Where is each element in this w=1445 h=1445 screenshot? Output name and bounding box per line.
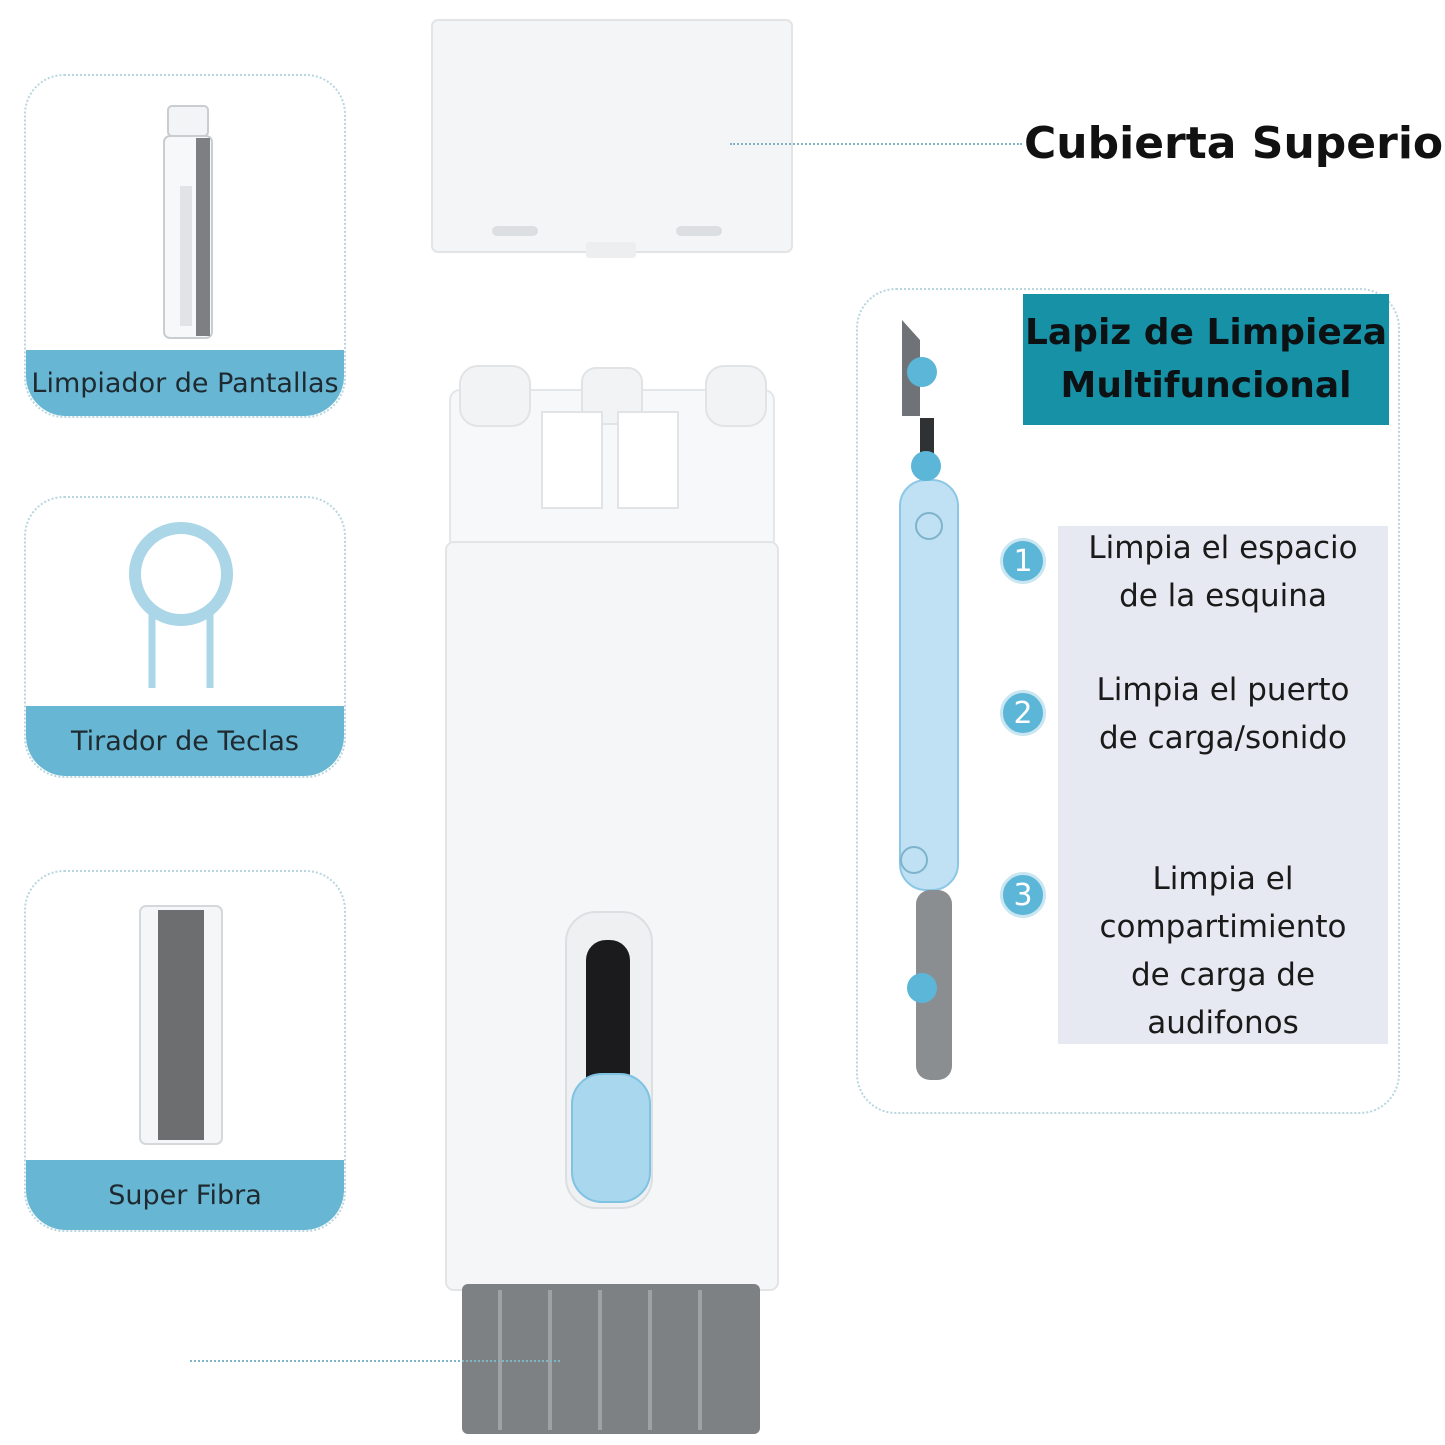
- feature-2-badge: 2: [1000, 690, 1046, 736]
- spray-bottle-icon: [163, 105, 213, 339]
- microfiber-card: Super Fibra: [24, 870, 346, 1232]
- brush-leader: [190, 1360, 560, 1362]
- pencil-title: Lapiz de Limpieza Multifuncional: [1023, 294, 1389, 425]
- screen-cleaner-label: Limpiador de Pantallas: [26, 350, 344, 416]
- microfiber-block-icon: [139, 905, 223, 1145]
- keycap-puller-card: Tirador de Teclas: [24, 496, 346, 778]
- feature-3-badge: 3: [1000, 872, 1046, 918]
- top-cover-leader: [730, 143, 1022, 145]
- top-cover-label: Cubierta Superior: [1024, 118, 1445, 169]
- microfiber-label: Super Fibra: [26, 1160, 344, 1230]
- pencil-title-line1: Lapiz de Limpieza: [1024, 312, 1388, 354]
- feature-1-badge: 1: [1000, 538, 1046, 584]
- cleaning-kit-illustration: [431, 19, 793, 1434]
- keycap-puller-label: Tirador de Teclas: [26, 706, 344, 776]
- pencil-title-line2: Multifuncional: [1060, 364, 1352, 406]
- feature-2-text: Limpia el puerto de carga/sonido: [1096, 672, 1350, 757]
- feature-3-text: Limpia el compartimiento de carga de aud…: [1099, 861, 1347, 1042]
- features-box: [1058, 526, 1388, 1044]
- keycap-puller-icon: [129, 522, 233, 688]
- screen-cleaner-card: Limpiador de Pantallas: [24, 74, 346, 418]
- cleaning-pencil-icon: [899, 320, 959, 1080]
- feature-1-text: Limpia el espacio de la esquina: [1088, 530, 1358, 615]
